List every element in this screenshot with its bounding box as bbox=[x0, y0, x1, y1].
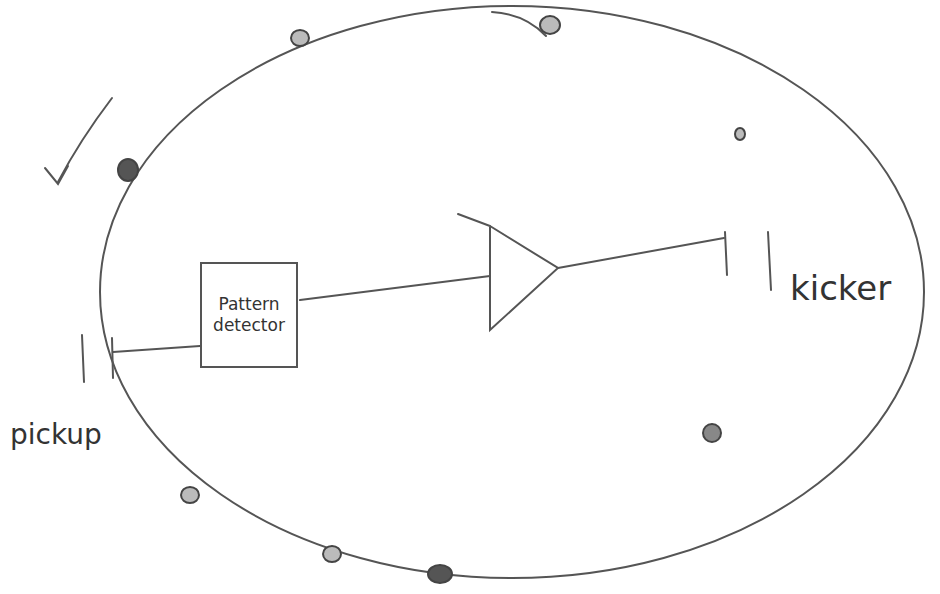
part-label: pickup bbox=[8, 418, 104, 451]
part-label: kicker bbox=[788, 268, 893, 308]
kicker-plate bbox=[725, 232, 727, 275]
box-label: Pattern detector bbox=[208, 294, 290, 337]
signal-wire bbox=[558, 238, 724, 268]
pickup-plate bbox=[112, 338, 113, 378]
ring bbox=[100, 6, 924, 578]
particles bbox=[118, 16, 745, 583]
kicker-plate bbox=[768, 232, 771, 290]
process-box: Pattern detector bbox=[200, 262, 298, 368]
pickup-plate bbox=[82, 335, 84, 382]
signal-wire bbox=[300, 276, 490, 300]
signal-wire bbox=[113, 346, 200, 352]
arrow-head bbox=[45, 166, 68, 184]
direction-arrow bbox=[492, 12, 546, 36]
amplifier-symbol bbox=[458, 214, 558, 330]
